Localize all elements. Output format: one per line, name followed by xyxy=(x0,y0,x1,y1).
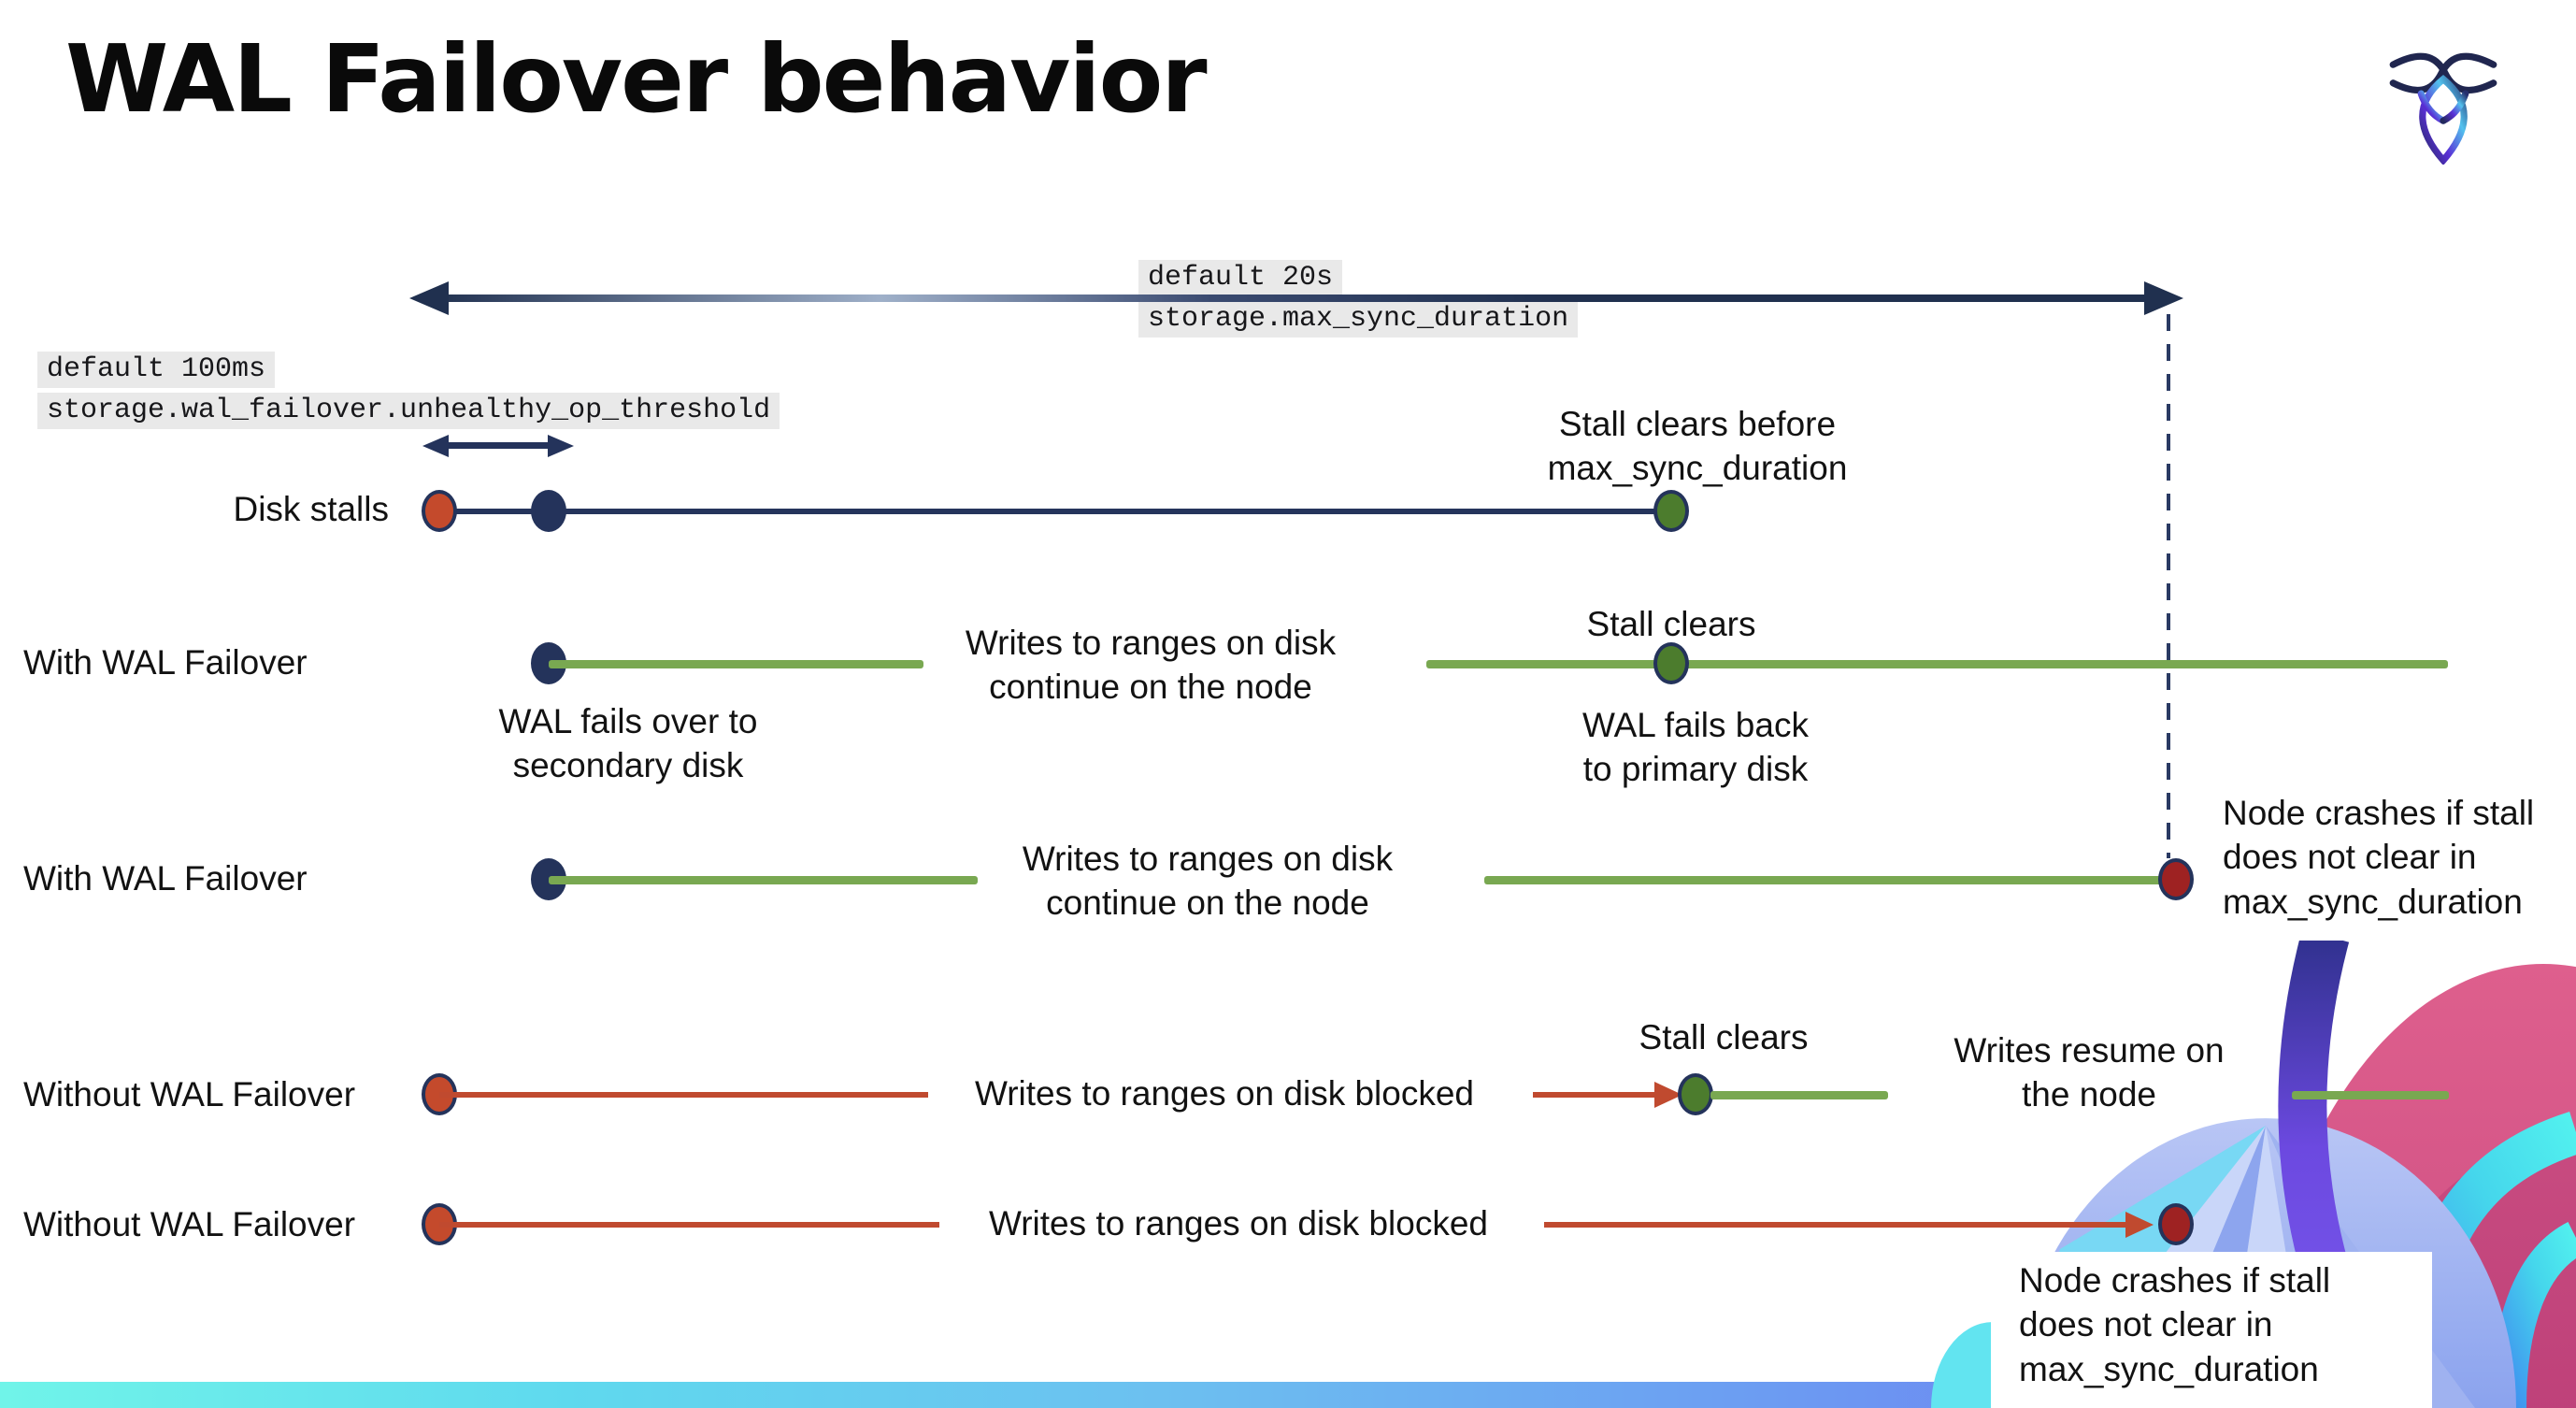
node-crash-note: Node crashes if stall does not clear in … xyxy=(2223,794,2535,921)
writes-blocked-note: Writes to ranges on disk blocked xyxy=(974,1074,1475,1113)
cockroachdb-logo-icon xyxy=(2389,52,2497,165)
writes-resume-line xyxy=(1710,1091,1888,1099)
writes-continue-line xyxy=(1426,660,2448,668)
writes-continue-line xyxy=(549,660,923,668)
max-sync-default-label: default 20s xyxy=(1138,260,1343,296)
row-label-disk-stalls: Disk stalls xyxy=(233,490,389,528)
threshold-default-label: default 100ms xyxy=(37,352,276,388)
small-arrowhead-left-icon xyxy=(422,435,449,457)
writes-continue-note: Writes to ranges on disk continue on the… xyxy=(1022,840,1394,923)
writes-blocked-line xyxy=(439,1222,939,1228)
stall-clears-dot xyxy=(1678,1073,1713,1115)
arrowhead-right-icon xyxy=(2144,281,2183,315)
red-arrowhead-icon xyxy=(2125,1212,2154,1238)
writes-blocked-line xyxy=(1533,1092,1664,1098)
stall-clears-note: Stall clears xyxy=(1586,605,1756,643)
writes-continue-line xyxy=(549,876,978,884)
threshold-setting-label: storage.wal_failover.unhealthy_op_thresh… xyxy=(37,393,780,429)
threshold-span-line xyxy=(447,442,550,449)
max-sync-setting-label: storage.max_sync_duration xyxy=(1138,301,1579,338)
row-label-without-wal-failover-1: Without WAL Failover xyxy=(23,1075,356,1113)
writes-resume-note: Writes resume on the node xyxy=(1953,1031,2225,1114)
stall-clears-dot xyxy=(1653,642,1689,684)
node-crash-dot xyxy=(2158,858,2194,900)
small-arrowhead-right-icon xyxy=(548,435,574,457)
stall-clears-dot xyxy=(1653,490,1689,532)
disk-stall-start-dot xyxy=(422,490,457,532)
row-label-without-wal-failover-2: Without WAL Failover xyxy=(23,1205,356,1243)
page-title: WAL Failover behavior xyxy=(65,24,1208,134)
wal-fails-back-note: WAL fails back to primary disk xyxy=(1582,706,1809,789)
writes-continue-line xyxy=(1484,876,2178,884)
disk-stall-timeline xyxy=(439,509,1671,514)
writes-blocked-line xyxy=(439,1092,928,1098)
writes-continue-note: Writes to ranges on disk continue on the… xyxy=(965,624,1337,707)
max-sync-timeout-dashed-line xyxy=(2167,314,2170,858)
wal-fails-over-note: WAL fails over to secondary disk xyxy=(498,702,758,785)
writes-resume-line xyxy=(2292,1091,2449,1099)
writes-blocked-line xyxy=(1544,1222,2131,1228)
writes-blocked-note: Writes to ranges on disk blocked xyxy=(988,1204,1489,1243)
node-crash-dot xyxy=(2158,1203,2194,1245)
max-sync-duration-span-line xyxy=(430,295,2167,302)
arrowhead-left-icon xyxy=(409,281,449,315)
crash-callout-box xyxy=(1991,1252,2432,1408)
failover-threshold-dot xyxy=(531,490,566,532)
node-crash-note: Node crashes if stall does not clear in … xyxy=(2019,1261,2331,1388)
row-label-with-wal-failover-2: With WAL Failover xyxy=(23,859,308,898)
row-label-with-wal-failover-1: With WAL Failover xyxy=(23,643,308,682)
stall-clears-note: Stall clears xyxy=(1639,1018,1809,1056)
stall-clears-before-note: Stall clears before max_sync_duration xyxy=(1547,405,1848,488)
